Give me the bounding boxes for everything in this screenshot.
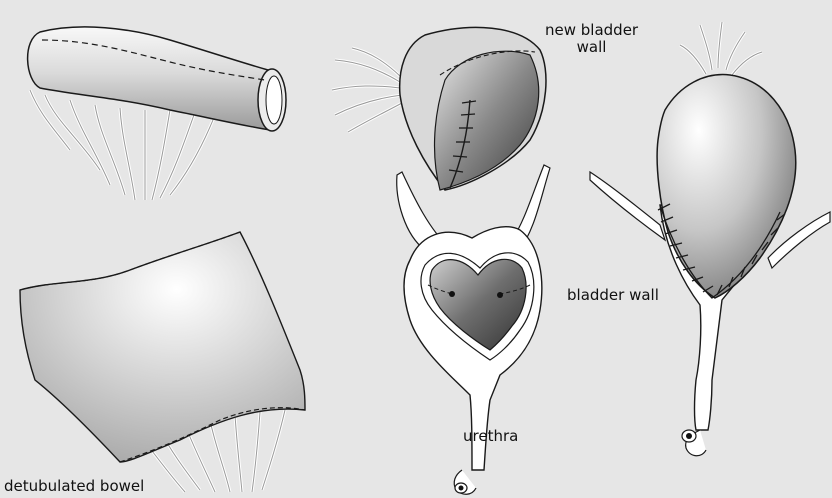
new-bladder-wall-label: new bladder wall	[545, 22, 638, 56]
urethra-label: urethra	[463, 428, 518, 445]
new-bladder-wall-label-line1: new bladder	[545, 22, 638, 39]
detubulated-bowel-sheet	[20, 232, 305, 492]
ureteric-orifice-right	[497, 292, 503, 298]
new-bladder-cup	[332, 27, 546, 190]
augmented-bladder	[590, 22, 830, 456]
new-bladder-wall-label-line2: wall	[545, 39, 638, 56]
bowel-tube-body	[28, 27, 270, 130]
bowel-tube	[28, 27, 286, 200]
ureteric-orifice-left	[449, 291, 455, 297]
bladder-wall-label: bladder wall	[567, 287, 659, 304]
detubulated-bowel-label: detubulated bowel	[4, 478, 144, 495]
